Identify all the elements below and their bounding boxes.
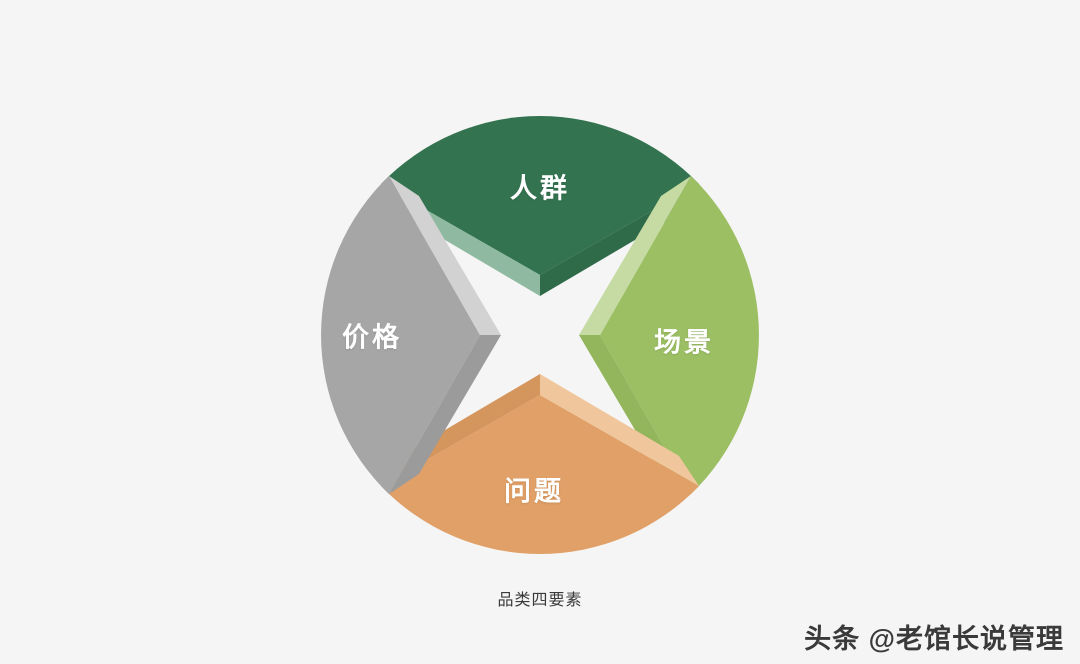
sector-problem-face xyxy=(381,395,699,554)
diagram-caption: 品类四要素 xyxy=(497,592,583,609)
sector-problem-bevel-right xyxy=(540,374,699,486)
sector-price-face xyxy=(321,176,480,494)
sector-scene-bevel-top xyxy=(579,176,691,335)
sector-price-bevel-top xyxy=(389,176,501,335)
sector-price[interactable] xyxy=(321,176,501,494)
watermark-text: 头条 @老馆长说管理 xyxy=(804,624,1064,654)
sector-price-bevel-bottom xyxy=(389,335,501,494)
sector-scene-face xyxy=(600,176,759,494)
sector-people-face xyxy=(381,116,699,275)
